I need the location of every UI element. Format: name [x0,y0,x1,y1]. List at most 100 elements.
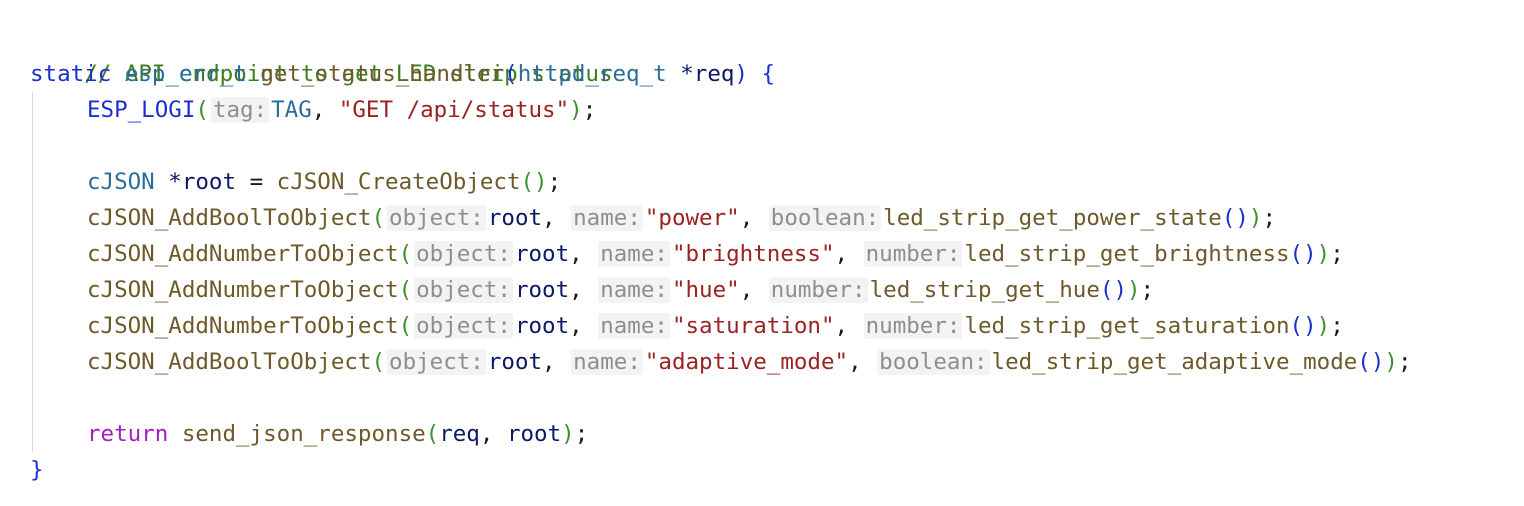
comma: , [569,277,597,303]
paren-close: ) [1127,277,1141,303]
arg-object: root [514,241,570,267]
semicolon: ; [547,169,562,195]
semicolon: ; [1330,313,1344,339]
add-fn: cJSON_AddNumberToObject [87,277,399,303]
comma: , [834,241,862,267]
indent-guide [32,272,33,308]
indent-guide [32,200,33,236]
semicolon: ; [1262,205,1277,231]
add-fn: cJSON_AddBoolToObject [87,205,372,231]
add-fn: cJSON_AddNumberToObject [87,313,399,339]
paren-close: ) [1248,205,1263,231]
paren-open: ( [371,349,386,375]
indent-guide [32,308,33,344]
inner-parens: () [1289,241,1317,267]
indent-guide [32,128,33,164]
inner-parens: () [1221,205,1249,231]
code-line-12: return send_json_response(req, root); [30,416,1411,452]
param-name: req [693,61,735,87]
assign-op: = [249,169,264,195]
comma: , [834,313,862,339]
comment: // API endpoint to get LED strip status [84,61,613,87]
arg-object: root [487,205,543,231]
indent-guide [32,380,33,416]
add-fn: cJSON_AddNumberToObject [87,241,399,267]
paren-close: ) [569,97,583,123]
param-hint-object: object: [387,349,486,375]
paren-close: ) [734,61,748,87]
param-type: httpd_req_t [517,61,667,87]
paren-close: ) [1316,313,1331,339]
arg-req: req [439,421,480,447]
arg-name: "power" [644,205,740,231]
param-hint-name: name: [598,313,670,339]
arg-name: "adaptive_mode" [644,349,849,375]
comma: , [542,205,570,231]
code-line-13: } [30,452,1411,488]
semicolon: ; [1397,349,1412,375]
arg-name: "saturation" [671,313,835,339]
param-hint-tag: tag: [210,97,270,123]
indent-guide [32,236,33,272]
add-fn: cJSON_AddBoolToObject [87,349,372,375]
comma: , [569,241,597,267]
code-line-6: cJSON_AddBoolToObject(object:root, name:… [30,200,1411,236]
param-hint-object: object: [414,241,513,267]
param-hint-value: boolean: [768,205,882,231]
arg-name: "hue" [671,277,740,303]
return-type: esp_err_t [124,61,247,87]
code-line-7: cJSON_AddNumberToObject(object:root, nam… [30,236,1411,272]
arg-object: root [487,349,543,375]
brace-open: { [761,61,776,87]
create-fn: cJSON_CreateObject [276,169,521,195]
indent-guide [32,92,33,128]
arg-object: root [514,313,570,339]
semicolon: ; [1330,241,1344,267]
code-line-11 [30,380,1411,416]
comma: , [479,421,494,447]
semicolon: ; [1140,277,1155,303]
code-line-1: // API endpoint to get LED strip status [30,20,1411,87]
arg-root: root [506,421,562,447]
semicolon: ; [574,421,589,447]
code-line-5: cJSON *root = cJSON_CreateObject(); [30,164,1411,200]
log-macro: ESP_LOGI [87,97,196,123]
param-hint-name: name: [571,205,643,231]
code-line-4 [30,128,1411,164]
arg-value-fn: led_strip_get_adaptive_mode [991,349,1358,375]
pointer-star: * [168,169,182,195]
comma: , [542,349,570,375]
inner-parens: () [1357,349,1385,375]
brace-close: } [30,457,44,483]
param-hint-object: object: [414,277,513,303]
paren-open: ( [425,421,440,447]
code-line-2: static esp_err_t get_status_handler(http… [30,56,1411,92]
keyword-return: return [87,421,169,447]
paren-close: ) [1384,349,1398,375]
paren-close: ) [1316,241,1331,267]
code-line-10: cJSON_AddBoolToObject(object:root, name:… [30,344,1411,380]
param-hint-name: name: [598,241,670,267]
inner-parens: () [1289,313,1317,339]
indent-guide [32,164,33,200]
arg-value-fn: led_strip_get_brightness [964,241,1290,267]
param-hint-value: number: [863,313,963,339]
comma: , [739,277,767,303]
code-editor[interactable]: // API endpoint to get LED strip status … [30,20,1411,488]
log-message: "GET /api/status" [338,97,570,123]
code-line-8: cJSON_AddNumberToObject(object:root, nam… [30,272,1411,308]
param-hint-value: number: [863,241,963,267]
comma: , [848,349,876,375]
keyword-static: static [30,61,112,87]
indent-guide [32,416,33,452]
pointer-star: * [680,61,694,87]
paren-open: ( [371,205,386,231]
param-hint-object: object: [387,205,486,231]
semicolon: ; [582,97,597,123]
arg-value-fn: led_strip_get_hue [869,277,1100,303]
comma: , [739,205,767,231]
arg-name: "brightness" [671,241,835,267]
var-name: root [181,169,237,195]
arg-object: root [514,277,570,303]
paren-open: ( [195,97,209,123]
